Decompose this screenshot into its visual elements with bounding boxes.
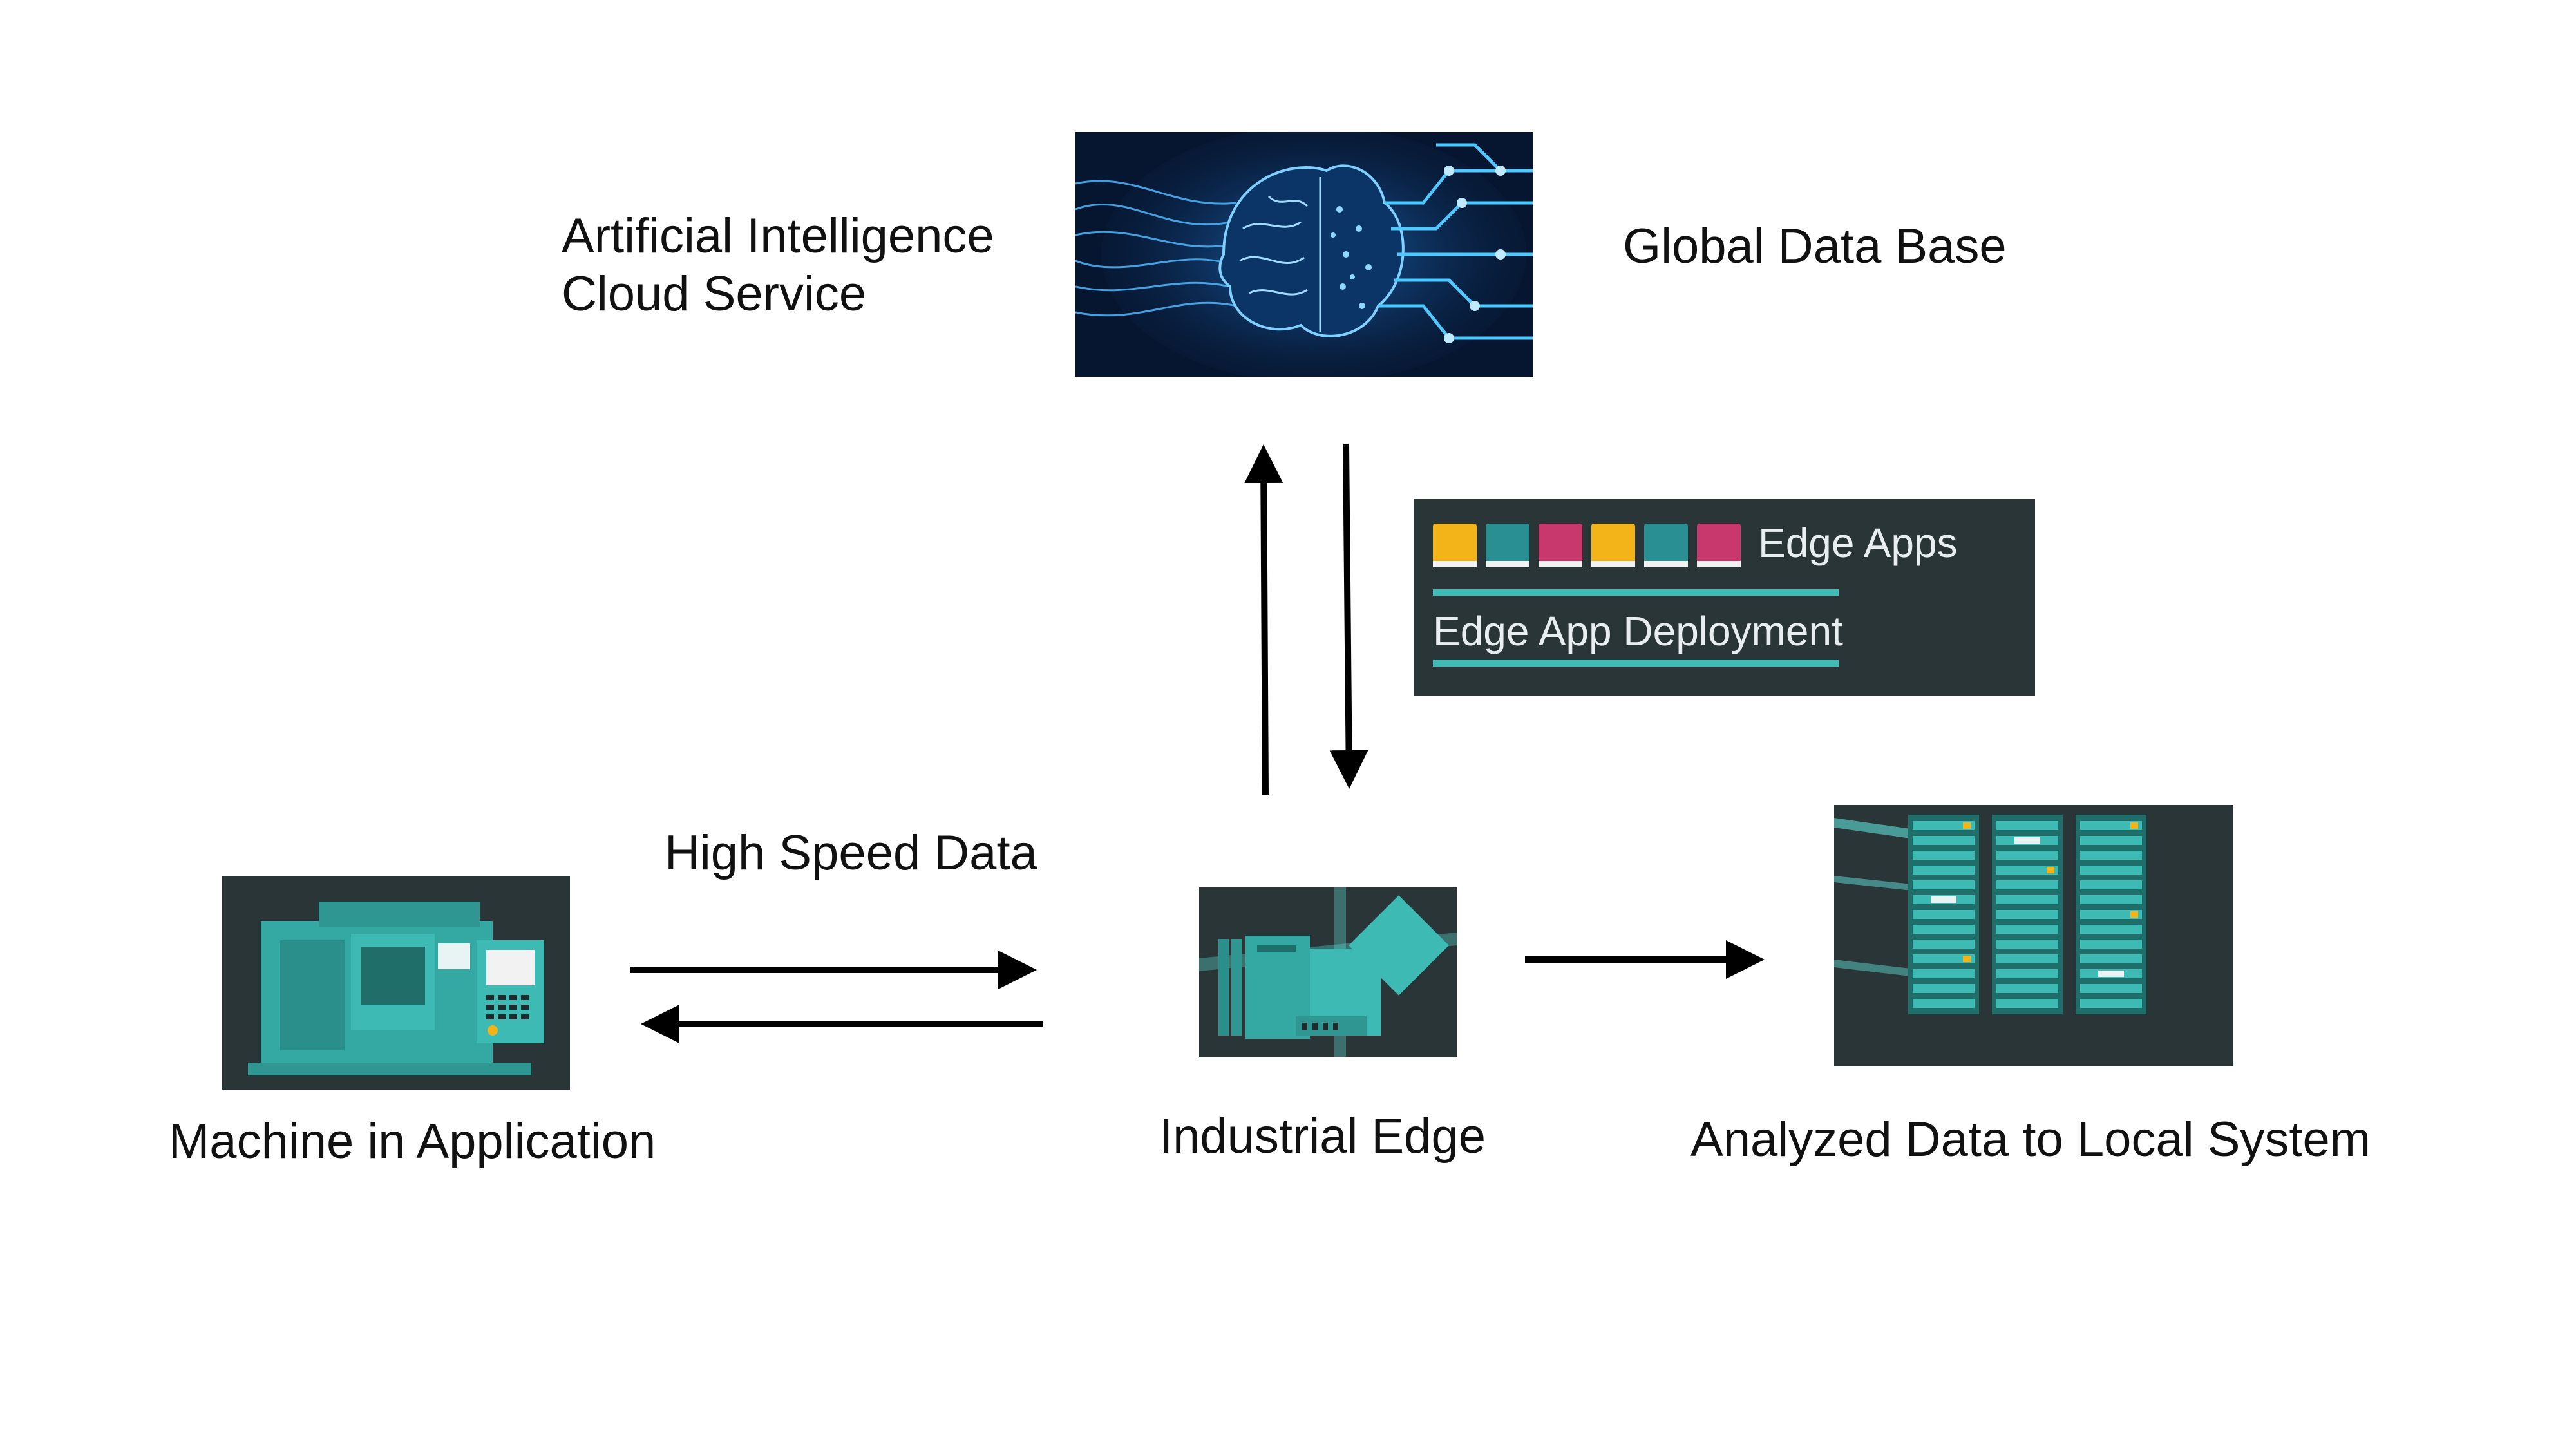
edge-apps-title: Edge Apps [1758,520,1958,566]
app-tile-3-icon [1539,524,1582,567]
arrow-cloud-to-edge [1329,444,1368,789]
global-database-label: Global Data Base [1623,219,2007,274]
analyzed-data-label: Analyzed Data to Local System [1690,1112,2371,1167]
arrow-edge-to-cloud [1244,444,1283,796]
server-racks-image [1834,805,2233,1066]
edge-app-deployment-label: Edge App Deployment [1433,608,1843,654]
machine-image [222,876,570,1090]
app-tile-6-icon [1697,524,1741,567]
ai-cloud-label-line1: Artificial Intelligence [562,209,994,263]
ai-cloud-label-line2: Cloud Service [562,267,867,321]
app-tile-1-icon [1433,524,1477,567]
ai-brain-image [1075,132,1533,377]
edge-app-deployment-underline [1433,660,1839,667]
app-tile-4-icon [1591,524,1635,567]
app-tile-2-icon [1486,524,1530,567]
machine-in-application-label: Machine in Application [169,1114,656,1169]
edge-apps-panel: Edge Apps Edge App Deployment [1414,499,2035,696]
high-speed-data-label: High Speed Data [665,826,1037,880]
industrial-edge-label: Industrial Edge [1159,1109,1486,1164]
edge-apps-divider [1433,589,1839,596]
industrial-edge-image [1199,887,1457,1057]
app-tile-5-icon [1644,524,1688,567]
